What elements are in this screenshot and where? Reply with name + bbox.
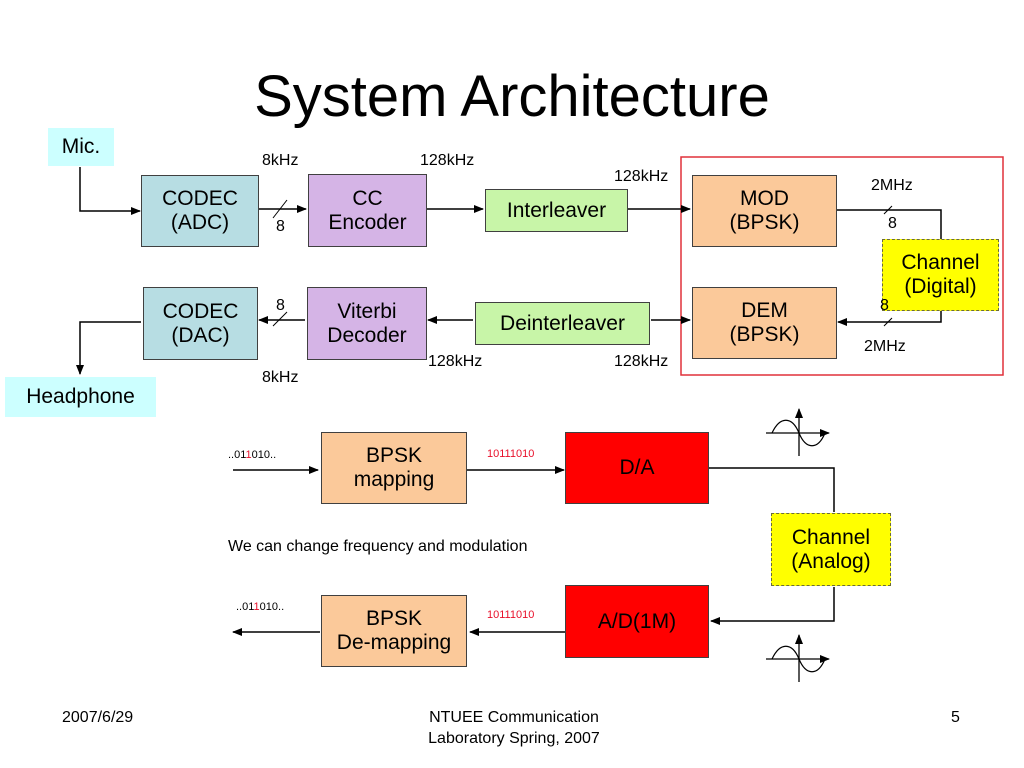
channel-digital-block[interactable]: Channel (Digital) (882, 239, 999, 311)
modem-boundary (680, 156, 1004, 376)
adc-bus-width-label: 8 (276, 218, 285, 235)
adc-rate-label: 8kHz (262, 152, 299, 169)
dem-out-rate-label: 128kHz (614, 353, 669, 370)
bus-slash-dem (883, 317, 893, 327)
viterbi-decoder-block[interactable]: Viterbi Decoder (307, 287, 427, 360)
dem-bus-width-label: 8 (880, 297, 889, 314)
bpsk-demapping-block[interactable]: BPSK De-mapping (321, 595, 467, 667)
mic-source[interactable]: Mic. (48, 128, 114, 166)
encoder-rate-label: 128kHz (420, 152, 475, 169)
codec-adc-block[interactable]: CODEC (ADC) (141, 175, 259, 247)
sine-wave-icon-tx (766, 408, 830, 456)
ad-converter-block[interactable]: A/D(1M) (565, 585, 709, 658)
deinterleaver-rate-label: 128kHz (428, 353, 483, 370)
wire-da-to-channel (709, 467, 835, 512)
bus-slash-adc (272, 199, 288, 219)
footer-date: 2007/6/29 (62, 709, 134, 726)
bus-slash-dac (272, 311, 288, 327)
footer-center: NTUEE Communication Laboratory Spring, 2… (404, 707, 624, 749)
wire-dac-to-headphone (76, 321, 141, 375)
mod-bpsk-block[interactable]: MOD (BPSK) (692, 175, 837, 247)
wire-channel-to-dem (837, 311, 942, 326)
page-number: 5 (951, 709, 960, 726)
dac-bus-width-label: 8 (276, 297, 285, 314)
output-bitstream-label: ..011010.. (236, 601, 285, 613)
codec-dac-block[interactable]: CODEC (DAC) (143, 287, 258, 360)
footer-center-line1: NTUEE Communication (429, 709, 599, 726)
headphone-sink[interactable]: Headphone (5, 377, 156, 417)
mod-bus-width-label: 8 (888, 215, 897, 232)
channel-analog-block[interactable]: Channel (Analog) (771, 513, 891, 586)
modulation-note: We can change frequency and modulation (228, 538, 528, 555)
wire-mod-to-channel (836, 209, 942, 239)
interleaver-rate-label: 128kHz (614, 168, 669, 185)
mapped-bits-rx-label: 10111010 (487, 609, 535, 621)
bus-slash-mod (883, 205, 893, 215)
bpsk-mapping-block[interactable]: BPSK mapping (321, 432, 467, 504)
deinterleaver-block[interactable]: Deinterleaver (475, 302, 650, 345)
footer-center-line2: Laboratory Spring, 2007 (428, 730, 600, 747)
interleaver-block[interactable]: Interleaver (485, 189, 628, 232)
sine-wave-icon-rx (766, 634, 830, 682)
wire-channel-to-ad (710, 587, 835, 625)
wire-mic-to-adc (79, 167, 141, 215)
slide-title: System Architecture (254, 64, 770, 129)
da-converter-block[interactable]: D/A (565, 432, 709, 504)
dem-bpsk-block[interactable]: DEM (BPSK) (692, 287, 837, 359)
dac-rate-label: 8kHz (262, 369, 299, 386)
dem-rate-label: 2MHz (864, 338, 906, 355)
cc-encoder-block[interactable]: CC Encoder (308, 174, 427, 247)
mapped-bits-tx-label: 10111010 (487, 448, 535, 460)
mod-rate-label: 2MHz (871, 177, 913, 194)
input-bitstream-label: ..011010.. (228, 449, 277, 461)
